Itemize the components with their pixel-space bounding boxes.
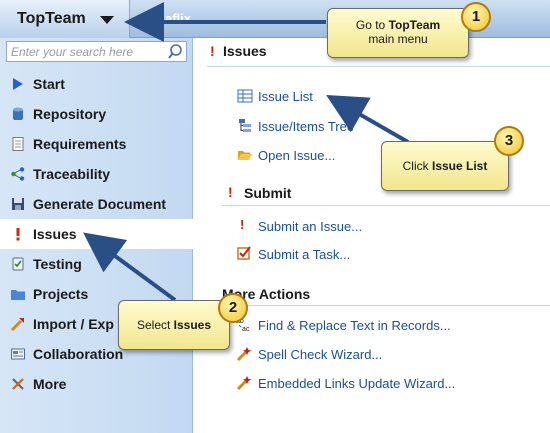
sidebar-item-more[interactable]: More — [0, 369, 193, 399]
sidebar-item-issues[interactable]: Issues — [0, 219, 193, 249]
content-header: ! Issues — [193, 38, 550, 64]
exclamation-icon: ! — [228, 184, 233, 200]
sidebar-item-testing[interactable]: Testing — [0, 249, 193, 279]
sidebar-item-label: Import / Exp — [33, 316, 114, 332]
embedded-links-link[interactable]: Embedded Links Update Wizard... — [258, 376, 456, 391]
import-export-icon — [10, 318, 24, 332]
svg-text:ab: ab — [236, 318, 244, 325]
callout-text-bold: Issues — [173, 318, 212, 332]
database-icon — [13, 107, 23, 120]
callout-text-line2: main menu — [368, 32, 428, 46]
callout-text-normal: Go to — [355, 18, 389, 32]
exclamation-icon — [16, 228, 20, 241]
callout-3: Click Issue List — [381, 141, 509, 191]
search-box — [6, 41, 187, 62]
wand-icon — [236, 347, 252, 362]
sidebar-item-label: Projects — [33, 286, 89, 302]
sidebar-item-label: Repository — [33, 106, 107, 122]
testing-icon — [12, 257, 24, 271]
section-title-submit: Submit — [244, 185, 292, 201]
folder-icon — [11, 290, 25, 300]
project-tab[interactable]: Megaflix — [139, 11, 192, 26]
open-folder-icon — [238, 151, 252, 160]
callout-text-normal: Click — [402, 159, 432, 173]
callout-text-bold: TopTeam — [388, 18, 441, 32]
sidebar-item-start[interactable]: Start — [0, 69, 193, 99]
submit-task-link[interactable]: Submit a Task... — [258, 247, 351, 262]
sidebar-item-collaboration[interactable]: Collaboration — [0, 339, 193, 369]
document-icon — [12, 137, 24, 151]
main-menu-button[interactable]: TopTeam — [0, 0, 130, 38]
submit-issue-link[interactable]: Submit an Issue... — [258, 219, 363, 234]
issue-list-link[interactable]: Issue List — [258, 89, 313, 104]
step-badge-2: 2 — [218, 293, 248, 323]
callout-1: Go to TopTeam main menu — [327, 8, 469, 58]
save-disk-icon — [12, 198, 24, 210]
table-icon — [237, 89, 253, 103]
callout-text-bold: Issue List — [431, 159, 488, 173]
svg-text:ac: ac — [242, 326, 250, 332]
spell-check-link[interactable]: Spell Check Wizard... — [258, 347, 383, 362]
issue-items-tree-link[interactable]: Issue/Items Tree — [258, 119, 355, 134]
step-badge-1: 1 — [461, 2, 491, 32]
tree-icon — [239, 119, 251, 132]
page-title: Issues — [223, 43, 267, 59]
callout-text: Click Issue List — [382, 159, 508, 173]
step-badge-3: 3 — [494, 126, 524, 156]
play-icon — [13, 78, 23, 90]
chevron-down-icon — [100, 16, 114, 24]
callout-2: Select Issues — [118, 300, 230, 350]
collaboration-icon — [11, 348, 25, 360]
find-replace-link[interactable]: Find & Replace Text in Records... — [258, 318, 451, 333]
sidebar-item-label: Issues — [33, 226, 77, 242]
sidebar-item-repository[interactable]: Repository — [0, 99, 193, 129]
sidebar-item-traceability[interactable]: Traceability — [0, 159, 193, 189]
app-name: TopTeam — [17, 10, 86, 27]
divider — [222, 305, 550, 306]
search-icon[interactable] — [167, 43, 184, 60]
search-input[interactable] — [11, 44, 161, 59]
callout-text: Select Issues — [119, 318, 229, 332]
divider — [207, 66, 550, 67]
sidebar-item-projects[interactable]: Projects — [0, 279, 193, 309]
sidebar: Start Repository Requirements Traceabili… — [0, 38, 193, 433]
open-issue-link[interactable]: Open Issue... — [258, 148, 336, 163]
sidebar-item-label: Traceability — [33, 166, 111, 182]
sidebar-item-label: Testing — [33, 256, 82, 272]
sidebar-item-label: Start — [33, 76, 65, 92]
exclamation-icon: ! — [210, 43, 215, 59]
sidebar-item-label: Collaboration — [33, 346, 124, 362]
find-replace-icon: ab ac — [236, 318, 250, 332]
task-checkbox-icon — [237, 246, 251, 260]
traceability-icon — [11, 167, 25, 181]
sidebar-item-import-export[interactable]: Import / Exp — [0, 309, 193, 339]
wand-icon — [236, 376, 252, 391]
divider — [222, 205, 550, 206]
sidebar-item-label: Generate Document — [33, 196, 167, 212]
exclamation-icon: ! — [240, 217, 245, 232]
sidebar-item-label: Requirements — [33, 136, 127, 152]
sidebar-item-label: More — [33, 376, 67, 392]
callout-text: Go to TopTeam — [328, 18, 468, 32]
sidebar-item-generate-document[interactable]: Generate Document — [0, 189, 193, 219]
tools-icon — [12, 378, 24, 390]
sidebar-item-requirements[interactable]: Requirements — [0, 129, 193, 159]
callout-text-normal: Select — [136, 318, 174, 332]
